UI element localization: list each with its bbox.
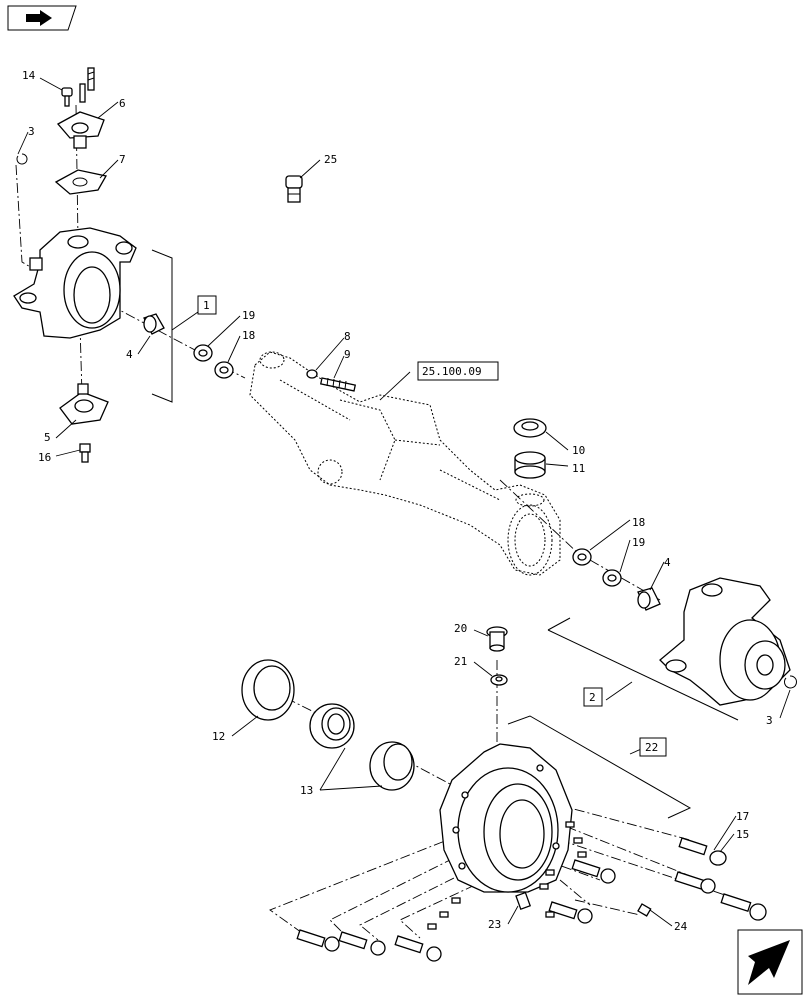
ring-part-18-left bbox=[214, 361, 234, 379]
callout-19-right: 19 bbox=[632, 536, 645, 549]
ring-part-19-right bbox=[602, 569, 622, 587]
bushing-part-4-left bbox=[143, 313, 165, 335]
plug-part-20 bbox=[486, 626, 508, 652]
callout-14: 14 bbox=[22, 69, 36, 82]
shim-part-7 bbox=[54, 169, 108, 195]
bolt-part-14 bbox=[61, 87, 73, 107]
callout-5: 5 bbox=[44, 431, 51, 444]
screw-part-9 bbox=[319, 377, 357, 392]
callout-12: 12 bbox=[212, 730, 225, 743]
callout-8: 8 bbox=[344, 330, 351, 343]
previous-page-icon[interactable] bbox=[7, 5, 77, 31]
callout-23: 23 bbox=[488, 918, 501, 931]
callout-6: 6 bbox=[119, 97, 126, 110]
grease-nipple-part-16 bbox=[79, 443, 91, 463]
group-bracket-2 bbox=[547, 617, 739, 721]
callout-20: 20 bbox=[454, 622, 467, 635]
lower-cap-part-5 bbox=[59, 383, 109, 425]
callout-25: 25 bbox=[324, 153, 337, 166]
seal-part-12 bbox=[241, 659, 295, 721]
circlip-part-3 bbox=[16, 153, 28, 165]
callout-3-left: 3 bbox=[28, 125, 35, 138]
callout-22: 22 bbox=[645, 741, 658, 754]
upper-cap-part-6 bbox=[56, 111, 105, 149]
seal-part-10 bbox=[513, 418, 547, 438]
plug-part-25 bbox=[285, 175, 303, 203]
bushing-part-11 bbox=[514, 451, 546, 479]
callout-9: 9 bbox=[344, 348, 351, 361]
callout-10: 10 bbox=[572, 444, 585, 457]
small-bolts bbox=[427, 821, 587, 930]
callout-24: 24 bbox=[674, 920, 688, 933]
reference-label: 25.100.09 bbox=[422, 365, 482, 378]
bearing-part-13a bbox=[309, 703, 355, 749]
next-page-icon[interactable] bbox=[737, 929, 803, 995]
ring-part-19-left bbox=[193, 344, 213, 362]
circlip-part-3-right bbox=[784, 675, 797, 689]
callout-3-right: 3 bbox=[766, 714, 773, 727]
callout-4-left: 4 bbox=[126, 348, 133, 361]
callout-box-22 bbox=[639, 737, 667, 757]
bushing-part-4-right bbox=[637, 587, 661, 611]
callout-4-right: 4 bbox=[664, 556, 671, 569]
left-steering-knuckle bbox=[13, 227, 137, 339]
washer-part-21 bbox=[490, 674, 508, 686]
leader-lines bbox=[17, 77, 791, 927]
callout-13: 13 bbox=[300, 784, 313, 797]
callout-box-1 bbox=[197, 295, 217, 315]
bearing-part-13b bbox=[369, 741, 415, 791]
callout-15: 15 bbox=[736, 828, 749, 841]
screws-part bbox=[79, 67, 95, 103]
callout-2: 2 bbox=[589, 691, 596, 704]
wheel-hub-part-22 bbox=[439, 743, 573, 893]
stud-bolts bbox=[296, 837, 767, 962]
callout-17: 17 bbox=[736, 810, 749, 823]
nut-part-8 bbox=[306, 369, 318, 379]
callout-16: 16 bbox=[38, 451, 51, 464]
callout-21: 21 bbox=[454, 655, 467, 668]
callout-1: 1 bbox=[203, 299, 210, 312]
callout-18-left: 18 bbox=[242, 329, 255, 342]
callout-18-right: 18 bbox=[632, 516, 645, 529]
right-steering-knuckle bbox=[659, 577, 791, 706]
group-bracket-1 bbox=[151, 249, 199, 403]
callout-19-left: 19 bbox=[242, 309, 255, 322]
reference-box[interactable] bbox=[417, 361, 499, 381]
axle-housing bbox=[249, 351, 561, 576]
callout-7: 7 bbox=[119, 153, 126, 166]
callout-11: 11 bbox=[572, 462, 585, 475]
callout-box-2 bbox=[583, 687, 603, 707]
ring-part-18-right bbox=[572, 548, 592, 566]
